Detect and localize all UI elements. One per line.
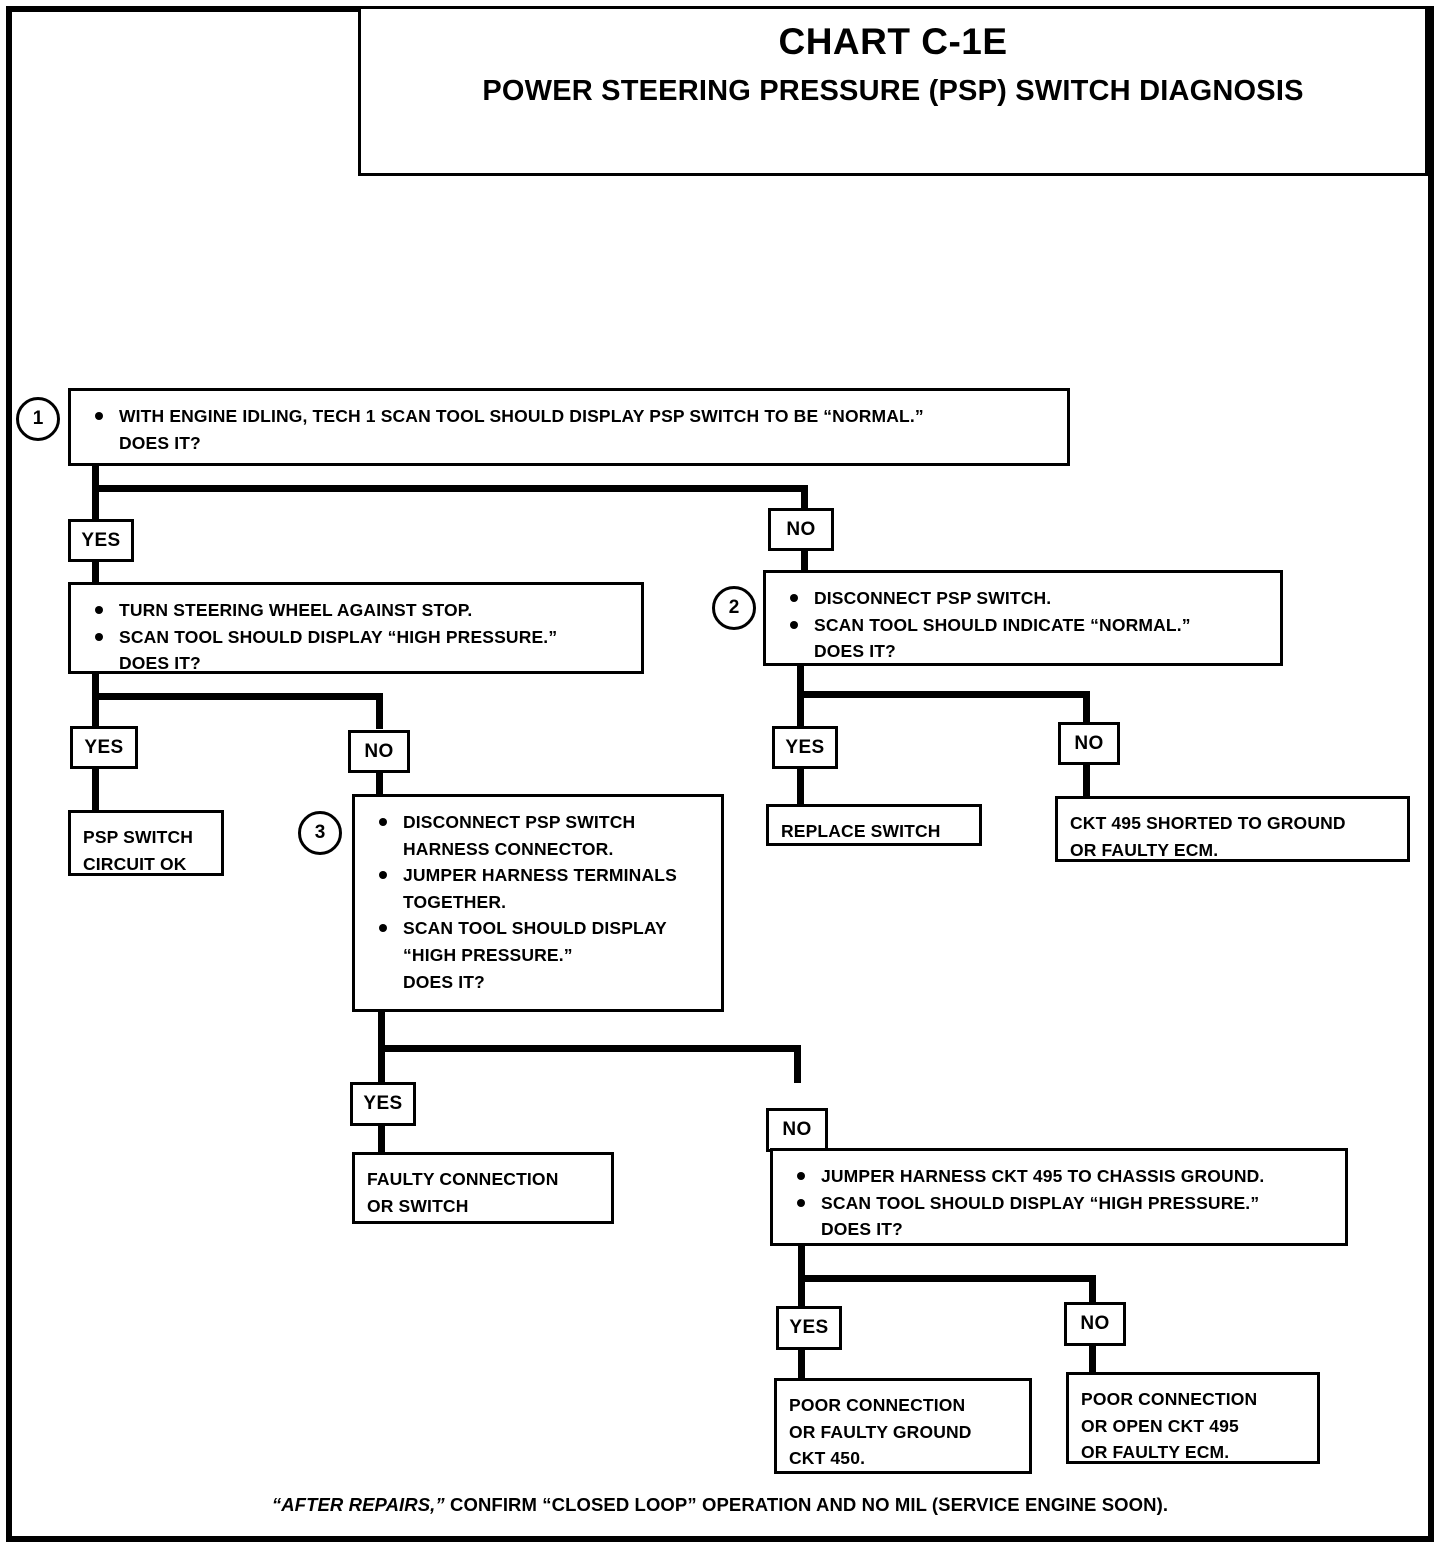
connector-step1-bar <box>92 485 808 492</box>
step-4-line-2: SCAN TOOL SHOULD DISPLAY “HIGH PRESSURE.… <box>787 1190 1335 1217</box>
connector-steering-down <box>92 674 99 700</box>
step-2-line-2: SCAN TOOL SHOULD INDICATE “NORMAL.” <box>780 612 1270 639</box>
outcome-ckt495-shorted-text: CKT 495 SHORTED TO GROUND OR FAULTY ECM. <box>1070 813 1346 860</box>
footer-rest: CONFIRM “CLOSED LOOP” OPERATION AND NO M… <box>444 1494 1169 1515</box>
connector-step4-yes-drop <box>798 1275 805 1311</box>
step-number-2: 2 <box>712 586 756 630</box>
connector-yes-to-psp-ok <box>92 768 99 812</box>
connector-step2-down <box>797 666 804 694</box>
outcome-faulty-connection-text: FAULTY CONNECTION OR SWITCH <box>367 1169 559 1216</box>
step-2-box: DISCONNECT PSP SWITCH. SCAN TOOL SHOULD … <box>763 570 1283 666</box>
connector-no-to-step3 <box>376 772 383 798</box>
connector-step3-no-drop <box>794 1045 801 1083</box>
chart-subtitle: POWER STEERING PRESSURE (PSP) SWITCH DIA… <box>482 75 1304 107</box>
step-1-box: WITH ENGINE IDLING, TECH 1 SCAN TOOL SHO… <box>68 388 1070 466</box>
turn-steering-line-3: DOES IT? <box>119 653 201 674</box>
connector-no2-to-ckt495 <box>1083 764 1090 798</box>
footer-emphasis: “AFTER REPAIRS,” <box>271 1494 445 1515</box>
step-1-line-1: WITH ENGINE IDLING, TECH 1 SCAN TOOL SHO… <box>85 403 1057 430</box>
connector-step1-no-drop <box>801 485 808 521</box>
step-2-line-3: DOES IT? <box>814 641 896 662</box>
connector-steering-bar <box>92 693 383 700</box>
connector-steering-no-drop <box>376 693 383 729</box>
label-no-step3: NO <box>766 1108 828 1152</box>
connector-step2-yes-drop <box>797 691 804 727</box>
outcome-poor-open-text: POOR CONNECTION OR OPEN CKT 495 OR FAULT… <box>1081 1389 1258 1463</box>
connector-yes2-to-replace <box>797 768 804 806</box>
connector-step4-bar <box>798 1275 1096 1282</box>
outcome-poor-ground-text: POOR CONNECTION OR FAULTY GROUND CKT 450… <box>789 1395 972 1469</box>
label-no-step4: NO <box>1064 1302 1126 1346</box>
title-block: CHART C-1E POWER STEERING PRESSURE (PSP)… <box>358 6 1428 176</box>
connector-step1-yes-drop <box>92 485 99 521</box>
outcome-ckt495-shorted: CKT 495 SHORTED TO GROUND OR FAULTY ECM. <box>1055 796 1410 862</box>
connector-step3-down <box>378 1012 385 1048</box>
connector-step2-bar <box>797 691 1090 698</box>
label-no-steering: NO <box>348 730 410 773</box>
step-number-1: 1 <box>16 397 60 441</box>
connector-yes4-to-poor-ground <box>798 1348 805 1382</box>
outcome-faulty-connection: FAULTY CONNECTION OR SWITCH <box>352 1152 614 1224</box>
connector-step1-down <box>92 466 99 492</box>
label-yes-step1: YES <box>68 519 134 562</box>
label-yes-steering: YES <box>70 726 138 769</box>
step-4-line-3: DOES IT? <box>821 1219 903 1240</box>
step-3-line-1: DISCONNECT PSP SWITCH HARNESS CONNECTOR. <box>369 809 711 862</box>
outcome-psp-circuit-ok: PSP SWITCH CIRCUIT OK <box>68 810 224 876</box>
turn-steering-box: TURN STEERING WHEEL AGAINST STOP. SCAN T… <box>68 582 644 674</box>
connector-no1-to-step2 <box>801 549 808 579</box>
step-3-line-2: JUMPER HARNESS TERMINALS TOGETHER. <box>369 862 711 915</box>
step-1-line-2: DOES IT? <box>119 432 201 453</box>
chart-id: CHART C-1E <box>778 21 1008 62</box>
outcome-poor-open: POOR CONNECTION OR OPEN CKT 495 OR FAULT… <box>1066 1372 1320 1464</box>
footer-note: “AFTER REPAIRS,” CONFIRM “CLOSED LOOP” O… <box>0 1494 1440 1516</box>
step-4-line-1: JUMPER HARNESS CKT 495 TO CHASSIS GROUND… <box>787 1163 1335 1190</box>
connector-steering-yes-drop <box>92 693 99 729</box>
connector-step2-no-drop <box>1083 691 1090 727</box>
label-yes-step4: YES <box>776 1306 842 1350</box>
outcome-poor-ground: POOR CONNECTION OR FAULTY GROUND CKT 450… <box>774 1378 1032 1474</box>
connector-no4-to-poor-open <box>1089 1344 1096 1376</box>
connector-step3-bar <box>378 1045 801 1052</box>
step-number-3: 3 <box>298 811 342 855</box>
step-2-line-1: DISCONNECT PSP SWITCH. <box>780 585 1270 612</box>
label-no-step1: NO <box>768 508 834 551</box>
turn-steering-line-2: SCAN TOOL SHOULD DISPLAY “HIGH PRESSURE.… <box>85 624 631 651</box>
label-yes-step2: YES <box>772 726 838 769</box>
connector-step4-no-drop <box>1089 1275 1096 1311</box>
outcome-psp-circuit-ok-text: PSP SWITCH CIRCUIT OK <box>83 827 194 874</box>
outcome-replace-switch-text: REPLACE SWITCH <box>781 821 941 841</box>
step-4-box: JUMPER HARNESS CKT 495 TO CHASSIS GROUND… <box>770 1148 1348 1246</box>
outcome-replace-switch: REPLACE SWITCH <box>766 804 982 846</box>
step-3-line-3: SCAN TOOL SHOULD DISPLAY “HIGH PRESSURE.… <box>369 915 711 968</box>
connector-yes3-to-faulty <box>378 1124 385 1156</box>
connector-step4-down <box>798 1246 805 1278</box>
step-3-line-4: DOES IT? <box>403 971 485 992</box>
connector-step3-yes-drop <box>378 1045 385 1083</box>
connector-yes1-to-box <box>92 560 99 584</box>
turn-steering-line-1: TURN STEERING WHEEL AGAINST STOP. <box>85 597 631 624</box>
label-no-step2: NO <box>1058 722 1120 765</box>
label-yes-step3: YES <box>350 1082 416 1126</box>
page-border <box>6 6 1434 1542</box>
step-3-box: DISCONNECT PSP SWITCH HARNESS CONNECTOR.… <box>352 794 724 1012</box>
